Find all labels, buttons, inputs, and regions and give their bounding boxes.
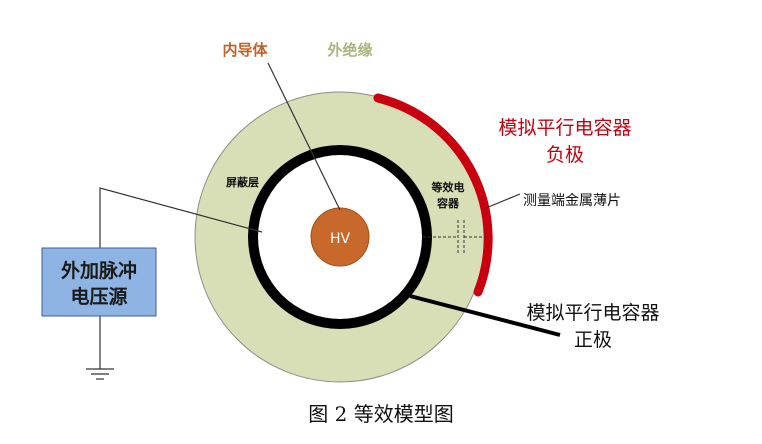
equiv-capacitor-label-line1: 等效电 <box>431 180 465 194</box>
shield-layer-label: 屏蔽层 <box>226 175 259 189</box>
inner-conductor-leader <box>267 62 341 211</box>
hv-label: HV <box>330 231 351 247</box>
ground-icon <box>86 368 114 380</box>
outer-insulation-label: 外绝缘 <box>326 41 372 59</box>
equiv-capacitor-label-line2: 容器 <box>436 196 460 210</box>
pulse-source-label-line1: 外加脉冲 <box>61 259 137 282</box>
positive-plate-label-line2: 正极 <box>574 329 612 351</box>
positive-plate-leader <box>409 294 561 337</box>
pulse-source-label-line2: 电压源 <box>70 285 127 308</box>
inner-conductor-label: 内导体 <box>222 41 268 59</box>
positive-plate-label-line1: 模拟平行电容器 <box>526 302 659 324</box>
negative-plate-arc <box>373 93 493 297</box>
negative-plate-label-line1: 模拟平行电容器 <box>498 117 631 139</box>
pulse-source-box <box>41 247 157 317</box>
negative-plate-label-line2: 负极 <box>546 144 584 166</box>
figure-caption: 图 2 等效模型图 <box>308 402 453 426</box>
hv-core <box>310 207 370 267</box>
metal-sheet-label: 测量端金属薄片 <box>523 193 621 209</box>
equivalent-capacitor-symbol <box>423 220 490 254</box>
metal-sheet-leader <box>485 193 521 209</box>
source-wire-to-shield <box>99 187 263 248</box>
